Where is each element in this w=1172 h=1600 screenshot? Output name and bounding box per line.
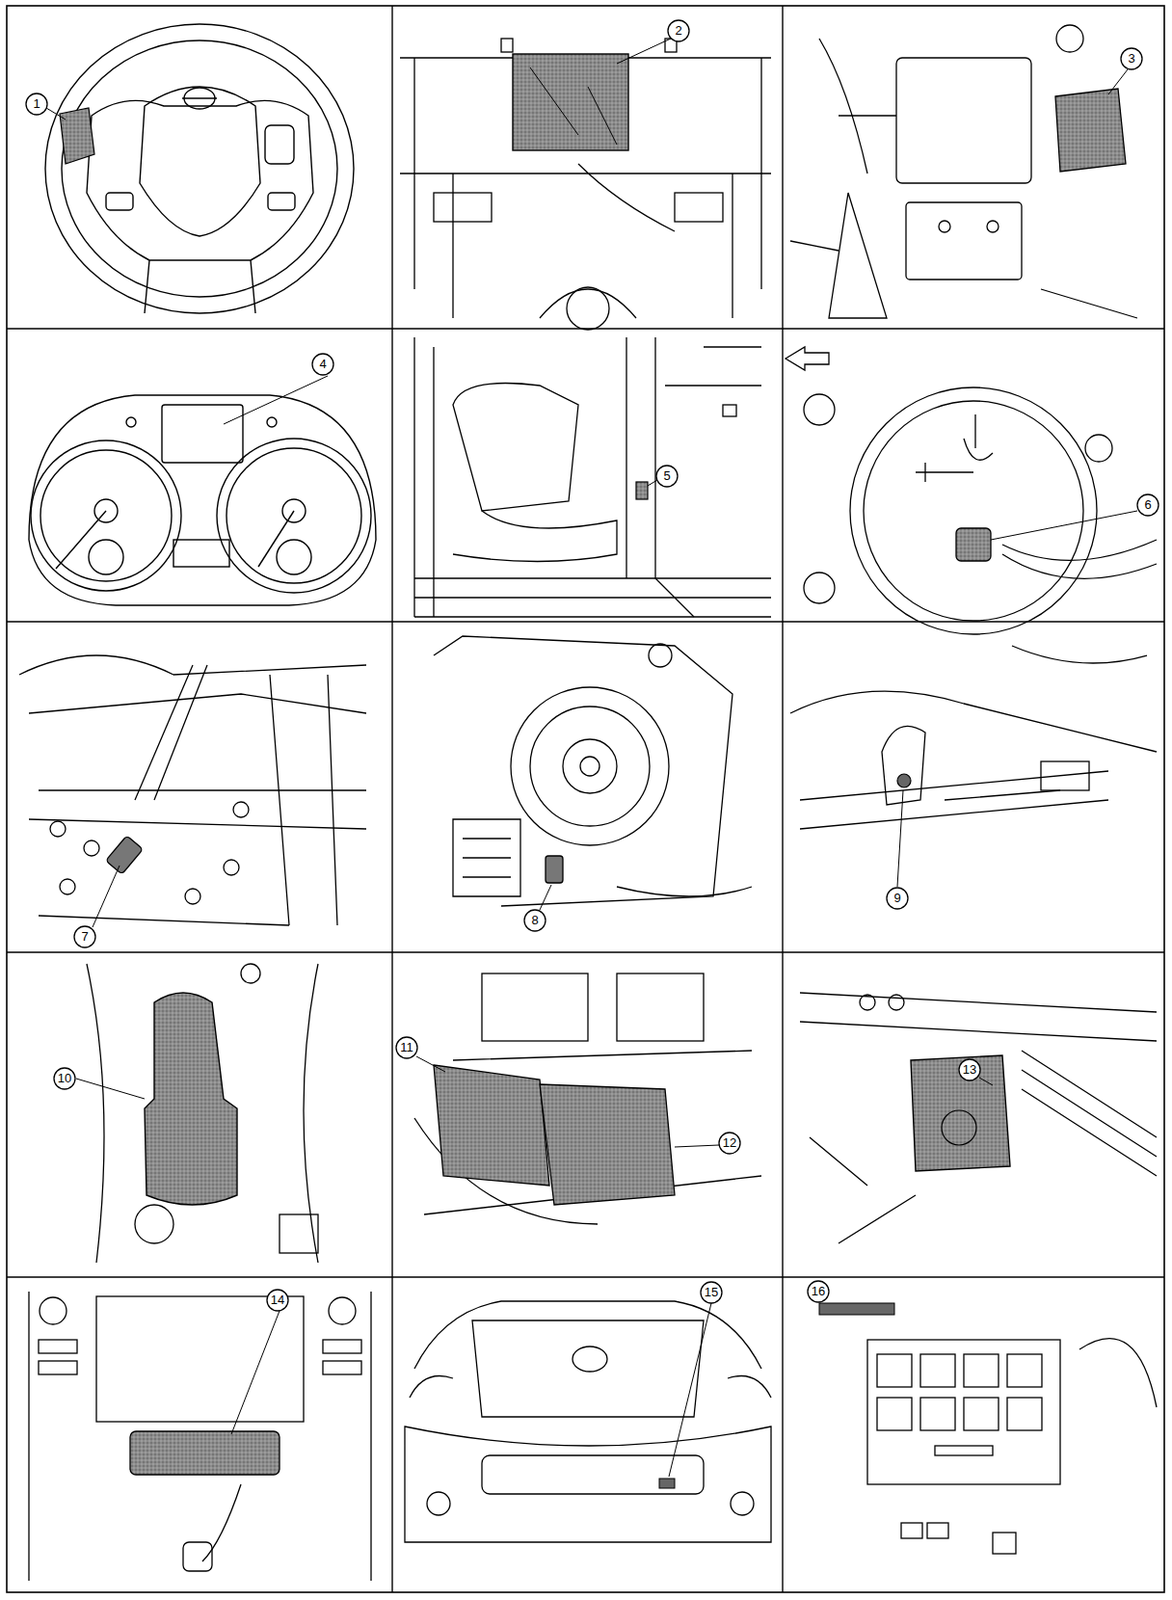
callout-number: 5	[656, 465, 678, 487]
callout-number: 4	[312, 353, 334, 375]
callout-number: 15	[700, 1281, 722, 1304]
callout-number: 11	[396, 1037, 418, 1059]
callout-number: 2	[667, 20, 690, 42]
callout-number: 1	[26, 93, 48, 115]
callout-number: 13	[958, 1059, 981, 1081]
callout-number: 8	[524, 909, 546, 932]
callout-number: 6	[1137, 494, 1159, 516]
callout-number: 9	[886, 887, 908, 909]
callout-number: 3	[1120, 48, 1143, 70]
callout-number: 16	[807, 1280, 829, 1303]
callout-number: 12	[719, 1132, 741, 1154]
callout-number: 10	[53, 1067, 76, 1090]
callout-number: 7	[74, 926, 96, 948]
callout-number: 14	[266, 1289, 289, 1311]
